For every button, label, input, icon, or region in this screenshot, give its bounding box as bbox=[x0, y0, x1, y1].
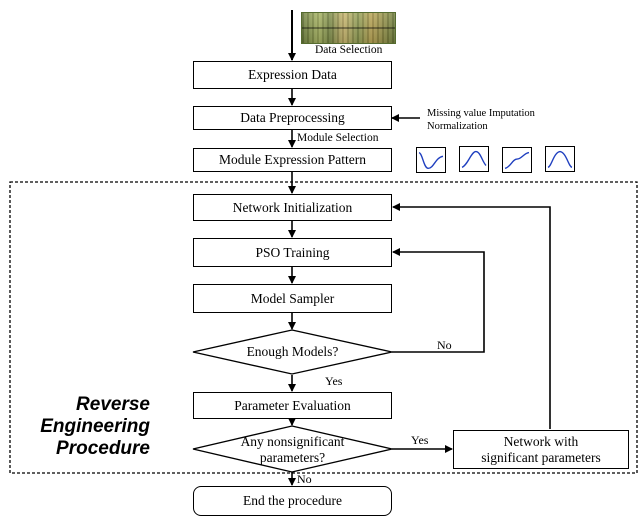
normalization-label: Normalization bbox=[427, 121, 488, 132]
yes-label-enough: Yes bbox=[325, 374, 343, 388]
network-significant-box: Network with significant parameters bbox=[453, 430, 629, 469]
expression-data-box: Expression Data bbox=[193, 61, 392, 89]
enough-models-label: Enough Models? bbox=[246, 344, 339, 359]
network-significant-line2: significant parameters bbox=[481, 449, 601, 465]
model-sampler-label: Model Sampler bbox=[250, 290, 335, 306]
network-initialization-label: Network Initialization bbox=[232, 199, 353, 215]
loop-significant-to-init bbox=[392, 203, 551, 429]
pattern-thumbnail-icon bbox=[459, 146, 489, 172]
region-label-line3: Procedure bbox=[56, 438, 150, 459]
heatmap-image bbox=[301, 12, 396, 44]
region-label: Reverse Engineering Procedure bbox=[20, 394, 150, 460]
expression-data-label: Expression Data bbox=[248, 67, 337, 82]
any-nonsignificant-diamond bbox=[192, 425, 393, 473]
region-label-line1: Reverse bbox=[76, 394, 150, 415]
yes-label-any: Yes bbox=[411, 433, 429, 447]
loop-no-to-pso bbox=[392, 248, 485, 353]
any-nonsignificant-line1: Any nonsignificant bbox=[240, 434, 345, 449]
reverse-engineering-region bbox=[9, 181, 638, 474]
any-nonsignificant-label: Any nonsignificant parameters? bbox=[193, 434, 392, 466]
module-selection-label: Module Selection bbox=[297, 132, 379, 144]
missing-value-label: Missing value Imputation bbox=[427, 108, 535, 119]
no-label-enough: No bbox=[437, 338, 452, 352]
any-nonsignificant-line2: parameters? bbox=[259, 450, 326, 465]
module-expression-pattern-box: Module Expression Pattern bbox=[193, 148, 392, 172]
end-procedure-label: End the procedure bbox=[243, 493, 342, 508]
network-initialization-box: Network Initialization bbox=[193, 194, 392, 221]
pattern-thumbnail-icon bbox=[502, 147, 532, 173]
enough-models-diamond bbox=[192, 329, 393, 375]
pattern-thumbnail-icon bbox=[545, 146, 575, 172]
parameter-evaluation-label: Parameter Evaluation bbox=[234, 397, 351, 413]
pattern-thumbnail-icon bbox=[416, 147, 446, 173]
network-significant-line1: Network with bbox=[503, 433, 579, 449]
parameter-evaluation-box: Parameter Evaluation bbox=[193, 392, 392, 419]
data-preprocessing-label: Data Preprocessing bbox=[240, 110, 345, 125]
module-expression-pattern-label: Module Expression Pattern bbox=[219, 152, 366, 167]
data-selection-label: Data Selection bbox=[315, 44, 383, 56]
model-sampler-box: Model Sampler bbox=[193, 284, 392, 313]
no-label-any: No bbox=[297, 472, 312, 486]
region-label-line2: Engineering bbox=[40, 416, 150, 437]
pso-training-box: PSO Training bbox=[193, 238, 392, 267]
end-procedure-box: End the procedure bbox=[193, 486, 392, 516]
data-preprocessing-box: Data Preprocessing bbox=[193, 106, 392, 130]
pso-training-label: PSO Training bbox=[255, 244, 330, 260]
